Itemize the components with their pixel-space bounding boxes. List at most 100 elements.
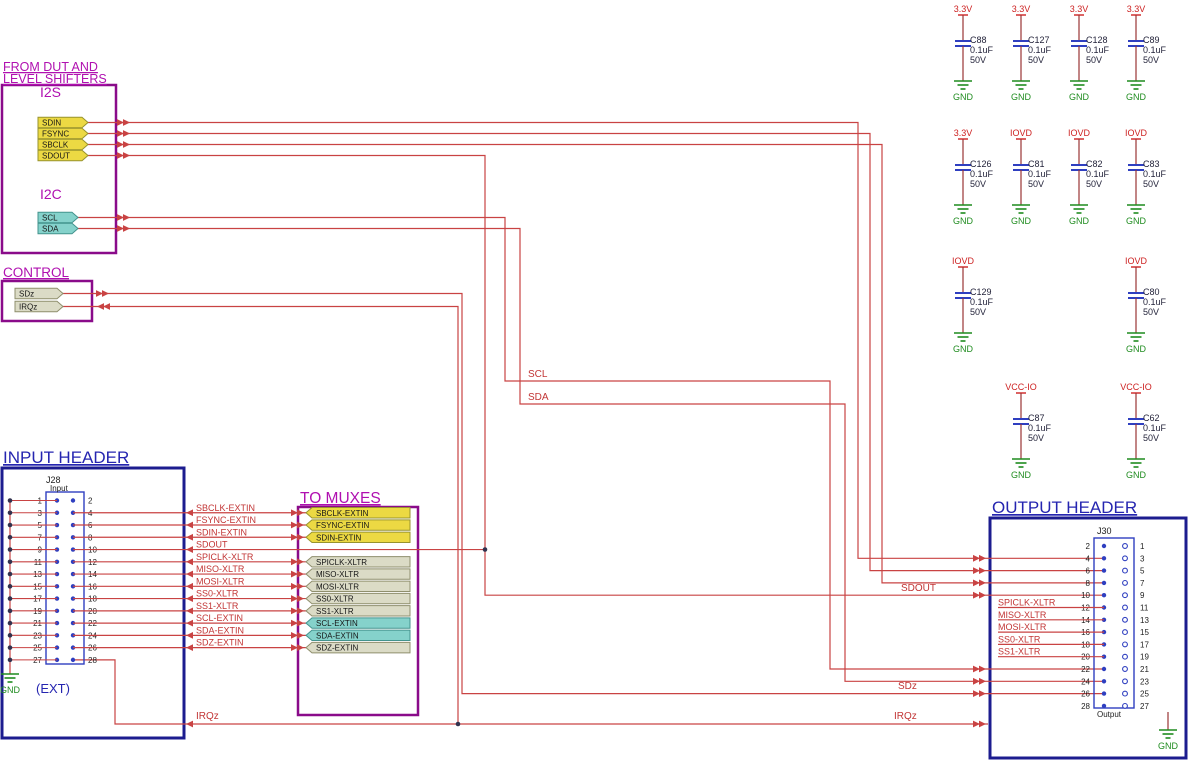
net-tag[interactable]: SCL-EXTIN — [305, 617, 411, 629]
signal-label: SDA-EXTIN — [196, 625, 244, 635]
arrow-icon — [979, 677, 986, 685]
junction-dot — [7, 584, 13, 589]
net-tag[interactable]: SDOUT — [37, 149, 89, 162]
signal-label: SDOUT — [196, 540, 228, 550]
net-tag[interactable]: IRQz — [14, 300, 64, 313]
pin-circle — [1122, 653, 1128, 660]
connector-name-input: Input — [50, 484, 69, 493]
arrow-icon — [979, 554, 986, 562]
cap-value: 0.1uF — [970, 45, 994, 55]
cap-designator: C88 — [970, 35, 987, 45]
arrow-icon — [979, 720, 986, 728]
pin-number: 24 — [1081, 677, 1090, 686]
net-tag[interactable]: SPICLK-XLTR — [305, 556, 411, 568]
pin-circle — [1122, 555, 1128, 562]
net-tag[interactable]: SDIN — [37, 116, 89, 129]
cap-value: 0.1uF — [1143, 297, 1167, 307]
arrow-icon — [186, 558, 193, 566]
junction-dot — [7, 547, 13, 552]
net-wire — [73, 659, 458, 725]
net-wire — [63, 292, 1104, 695]
arrow-icon — [123, 130, 130, 137]
net-tag[interactable]: SBCLK-EXTIN — [305, 507, 411, 519]
tag-shape — [37, 222, 79, 235]
net-tag[interactable]: SDz — [14, 287, 64, 300]
arrow-icon — [103, 303, 110, 310]
cap-value: 0.1uF — [1028, 423, 1052, 433]
gnd-label: GND — [1126, 92, 1147, 102]
arrow-icon — [973, 554, 980, 562]
arrow-icon — [297, 607, 304, 615]
arrow-icon — [117, 225, 124, 232]
arrow-icon — [123, 119, 130, 126]
net-tag[interactable]: SDIN-EXTIN — [305, 531, 411, 543]
net-tag[interactable]: SBCLK — [37, 138, 89, 151]
tag-shape — [305, 580, 411, 593]
tag-label: IRQz — [19, 303, 37, 312]
signal-label: MISO-XLTR — [196, 564, 245, 574]
cap-designator: C129 — [970, 287, 992, 297]
arrow-icon — [117, 214, 124, 221]
net-tag[interactable]: SS1-XLTR — [305, 605, 411, 617]
i2c-label: I2C — [40, 186, 62, 202]
junction-dot — [7, 645, 13, 650]
cap-value: 0.1uF — [1028, 169, 1052, 179]
net-tag[interactable]: SDA-EXTIN — [305, 629, 411, 642]
junction-dot — [7, 633, 13, 638]
cap-value: 0.1uF — [970, 169, 994, 179]
net-tag[interactable]: MISO-XLTR — [305, 568, 411, 580]
arrow-icon — [186, 607, 193, 615]
power-label: VCC-IO — [1005, 382, 1037, 392]
cap-value: 0.1uF — [970, 297, 994, 307]
pin-circle — [1122, 678, 1128, 685]
output-header-title: OUTPUT HEADER — [992, 498, 1137, 517]
pin-number: 28 — [88, 656, 97, 665]
power-label: 3.3V — [954, 128, 973, 138]
tag-label: SDA — [42, 225, 59, 234]
net-tag[interactable]: FSYNC-EXTIN — [305, 519, 411, 531]
pin-number: 22 — [1081, 665, 1090, 674]
arrow-icon — [186, 533, 193, 541]
arrow-icon — [186, 595, 193, 602]
pin-number: 2 — [88, 497, 93, 506]
net-tag[interactable]: SDZ-EXTIN — [305, 641, 411, 654]
signal-label: SPICLK-XLTR — [998, 598, 1056, 608]
net-tag[interactable]: SCL — [37, 211, 79, 224]
pin-number: 11 — [1140, 604, 1149, 613]
tag-label: SPICLK-XLTR — [316, 558, 367, 567]
connector-name-output: Output — [1097, 710, 1122, 719]
pin-dot — [1101, 679, 1107, 684]
signal-label: MOSI-XLTR — [196, 576, 245, 586]
net-tag[interactable]: MOSI-XLTR — [305, 580, 411, 593]
tag-label: FSYNC — [42, 130, 69, 139]
input-header-connector[interactable]: 1234567891011121314151617181920212223242… — [33, 491, 97, 665]
junction-dot — [7, 510, 13, 516]
arrow-icon — [979, 567, 986, 574]
arrow-icon — [186, 509, 193, 517]
net-tag[interactable]: SS0-XLTR — [305, 592, 411, 605]
tag-shape — [305, 519, 411, 531]
control-box — [0, 279, 94, 323]
net-tag[interactable]: SDA — [37, 222, 79, 235]
net-wire — [88, 143, 1104, 584]
net-label-sdz: SDz — [898, 681, 917, 692]
arrow-icon — [186, 720, 193, 728]
pin-dot — [1101, 568, 1107, 573]
arrow-icon — [297, 509, 304, 517]
arrow-icon — [291, 595, 298, 602]
net-tag[interactable]: FSYNC — [37, 127, 89, 140]
connector-body — [1093, 537, 1135, 709]
